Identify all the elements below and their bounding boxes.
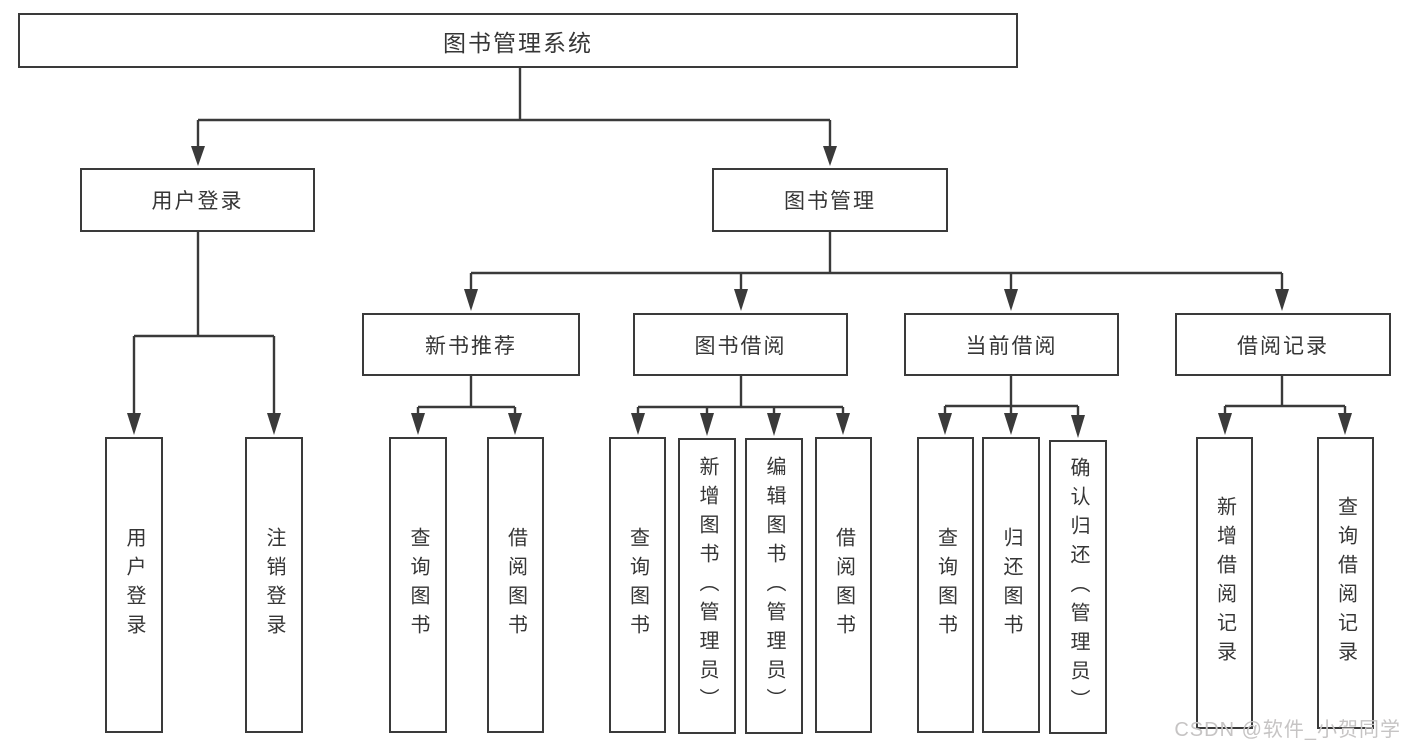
node-book-borrow-label: 图书借阅 [694,334,787,358]
connector-new-book-recommend-children [411,376,522,435]
leaf-borrow-books-borrow: 借阅图书 [815,437,872,733]
node-root-system: 图书管理系统 [18,13,1018,68]
connector-borrow-records-children [1218,376,1352,435]
leaf-user-login-label: 用户登录 [123,527,145,643]
leaf-add-book-admin-label: 新增图书（管理员） [696,455,718,717]
leaf-logout-label: 注销登录 [263,527,285,643]
leaf-confirm-return-admin-label: 确认归还（管理员） [1067,456,1089,718]
csdn-watermark: CSDN @软件_小贺同学 [1174,719,1401,741]
node-new-book-recommend-label: 新书推荐 [425,334,517,358]
connector-root-to-level2 [191,68,837,166]
leaf-query-books-current: 查询图书 [917,437,974,733]
arrowhead [1004,413,1018,435]
leaf-edit-book-admin-label: 编辑图书（管理员） [763,455,785,717]
leaf-query-borrow-record: 查询借阅记录 [1317,437,1374,729]
leaf-borrow-books-recommend-label: 借阅图书 [504,527,527,643]
connector-current-borrow-children [938,376,1085,438]
leaf-query-books-borrow: 查询图书 [609,437,666,733]
leaf-borrow-books-recommend: 借阅图书 [487,437,544,733]
leaf-query-borrow-record-label: 查询借阅记录 [1334,496,1357,670]
arrowhead [836,413,850,435]
node-new-book-recommend: 新书推荐 [362,313,580,376]
arrowhead [191,146,205,166]
arrowhead [1338,413,1352,435]
leaf-return-books-label: 归还图书 [1000,527,1022,643]
leaf-query-books-current-label: 查询图书 [934,527,957,643]
arrowhead [411,413,425,435]
arrowhead [1004,289,1018,311]
leaf-query-books-recommend-label: 查询图书 [407,527,429,643]
node-book-management: 图书管理 [712,168,948,232]
arrowhead [508,413,522,435]
arrowhead [631,413,645,435]
leaf-user-login: 用户登录 [105,437,163,733]
arrowhead [127,413,141,435]
node-book-management-label: 图书管理 [784,190,876,213]
connector-user-login-children [127,232,281,435]
node-user-login-label: 用户登录 [151,190,244,213]
arrowhead [734,289,748,311]
node-user-login: 用户登录 [80,168,315,232]
leaf-confirm-return-admin: 确认归还（管理员） [1049,440,1107,734]
arrowhead [267,413,281,435]
leaf-edit-book-admin: 编辑图书（管理员） [745,438,803,734]
arrowhead [1275,289,1289,311]
arrowhead [1071,415,1085,438]
arrowhead [767,413,781,436]
leaf-query-books-borrow-label: 查询图书 [626,527,649,643]
node-book-borrow: 图书借阅 [633,313,848,376]
node-borrow-records-label: 借阅记录 [1237,334,1329,358]
leaf-borrow-books-borrow-label: 借阅图书 [832,527,855,643]
leaf-logout: 注销登录 [245,437,303,733]
arrowhead [1218,413,1232,435]
connector-book-management-children [464,232,1289,311]
node-borrow-records: 借阅记录 [1175,313,1391,376]
arrowhead [700,413,714,436]
arrowhead [823,146,837,166]
leaf-add-borrow-record-label: 新增借阅记录 [1213,496,1236,670]
arrowhead [938,413,952,435]
connector-book-borrow-children [631,376,850,436]
node-root-system-label: 图书管理系统 [443,29,593,56]
leaf-add-book-admin: 新增图书（管理员） [678,438,736,734]
arrowhead [464,289,478,311]
node-current-borrow-label: 当前借阅 [965,334,1058,358]
leaf-return-books: 归还图书 [982,437,1040,733]
node-current-borrow: 当前借阅 [904,313,1119,376]
leaf-add-borrow-record: 新增借阅记录 [1196,437,1253,729]
leaf-query-books-recommend: 查询图书 [389,437,447,733]
